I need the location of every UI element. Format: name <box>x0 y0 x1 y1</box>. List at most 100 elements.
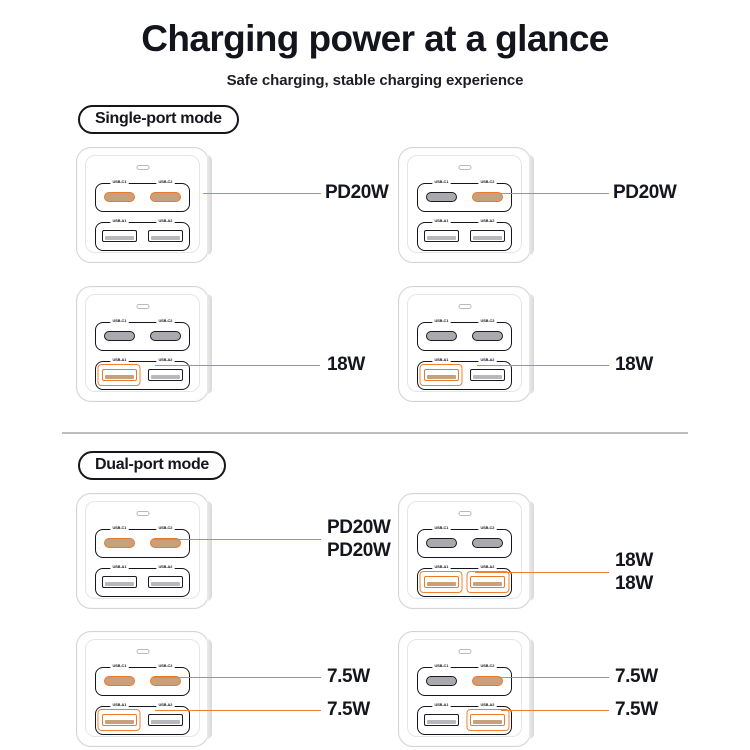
charger-device: USB-C1 USB-C2 USB-A1 USB-A2 <box>76 492 212 609</box>
usb-a2-label: USB-A2 <box>156 358 175 363</box>
usb-c-port-group: USB-C1 USB-C2 <box>95 526 190 558</box>
usb-c-port-group: USB-C1 USB-C2 <box>417 319 512 351</box>
usb-a2-port[interactable] <box>470 576 506 589</box>
usb-c1-label: USB-C1 <box>110 664 129 669</box>
usb-a-port-group: USB-A1 USB-A2 <box>417 219 512 251</box>
charger-shell: USB-C1 USB-C2 USB-A1 USB-A2 <box>76 285 212 402</box>
usb-a2-port[interactable] <box>470 369 506 382</box>
device-row-single-1: USB-C1 USB-C2 USB-A1 USB-A2 <box>0 146 750 263</box>
power-label: 18W <box>327 353 365 375</box>
usb-c1-label: USB-C1 <box>432 319 451 324</box>
usb-c-port-group: USB-C1 USB-C2 <box>417 180 512 212</box>
usb-c1-port[interactable] <box>103 538 135 549</box>
charger-face: USB-C1 USB-C2 USB-A1 USB-A2 <box>85 500 200 599</box>
led-indicator <box>458 164 471 170</box>
charger-shell: USB-C1 USB-C2 USB-A1 USB-A2 <box>398 285 534 402</box>
usb-c1-label: USB-C1 <box>432 180 451 185</box>
usb-a2-label: USB-A2 <box>478 703 497 708</box>
usb-a1-label: USB-A1 <box>110 219 129 224</box>
usb-c2-label: USB-C2 <box>156 526 175 531</box>
usb-a1-label: USB-A1 <box>110 703 129 708</box>
charger-device: USB-C1 USB-C2 USB-A1 USB-A2 <box>398 146 534 263</box>
charger-device: USB-C1 USB-C2 USB-A1 USB-A2 <box>398 630 534 747</box>
device-cell-single-2-left: USB-C1 USB-C2 USB-A1 USB-A2 <box>0 285 365 402</box>
usb-c1-label: USB-C1 <box>110 526 129 531</box>
power-label: 18W <box>615 572 653 594</box>
usb-a2-port[interactable] <box>148 576 184 589</box>
usb-c2-label: USB-C2 <box>156 180 175 185</box>
usb-a2-port[interactable] <box>470 714 506 727</box>
power-label: PD20W <box>327 539 391 561</box>
usb-a-port-group: USB-A1 USB-A2 <box>417 565 512 597</box>
usb-a-port-group: USB-A1 USB-A2 <box>95 219 190 251</box>
usb-c2-port[interactable] <box>472 676 504 687</box>
device-cell-dual-2-left: USB-C1 USB-C2 USB-A1 USB-A2 <box>0 630 370 747</box>
usb-c1-port[interactable] <box>425 676 457 687</box>
usb-a1-port[interactable] <box>101 369 137 382</box>
section-divider <box>62 431 688 434</box>
section-dual-port: Dual-port mode USB-C1 USB-C2 <box>0 450 750 747</box>
badge-row-dual: Dual-port mode <box>0 450 750 480</box>
callout-group: 7.5W 7.5W <box>153 631 370 747</box>
device-cell-single-1-right: USB-C1 USB-C2 USB-A1 USB-A2 <box>320 146 677 263</box>
usb-a1-label: USB-A1 <box>432 565 451 570</box>
charger-face: USB-C1 USB-C2 USB-A1 USB-A2 <box>407 293 522 392</box>
usb-c1-port[interactable] <box>425 331 457 342</box>
leader-line <box>499 192 609 195</box>
usb-c1-port[interactable] <box>425 192 457 203</box>
usb-c2-label: USB-C2 <box>478 180 497 185</box>
charger-shell: USB-C1 USB-C2 USB-A1 USB-A2 <box>76 146 212 263</box>
usb-c2-label: USB-C2 <box>156 664 175 669</box>
usb-a-port-group: USB-A1 USB-A2 <box>95 358 190 390</box>
usb-a2-port[interactable] <box>148 714 184 727</box>
usb-c1-port[interactable] <box>103 331 135 342</box>
charger-device: USB-C1 USB-C2 USB-A1 USB-A2 <box>398 492 534 609</box>
callout-group: PD20W PD20W <box>153 493 391 609</box>
charger-device: USB-C1 USB-C2 USB-A1 USB-A2 <box>76 285 212 402</box>
usb-c2-port[interactable] <box>472 331 504 342</box>
usb-a-port-group: USB-A1 USB-A2 <box>95 565 190 597</box>
usb-a2-label: USB-A2 <box>156 219 175 224</box>
callout-group: 18W <box>477 286 653 402</box>
usb-a1-port[interactable] <box>101 230 137 243</box>
usb-a2-port[interactable] <box>148 369 184 382</box>
usb-a1-port[interactable] <box>423 230 459 243</box>
usb-c2-port[interactable] <box>150 192 182 203</box>
usb-c1-port[interactable] <box>425 538 457 549</box>
usb-a1-label: USB-A1 <box>110 565 129 570</box>
usb-c2-port[interactable] <box>150 331 182 342</box>
usb-c1-port[interactable] <box>103 676 135 687</box>
usb-a2-label: USB-A2 <box>156 703 175 708</box>
leader-line <box>155 364 320 367</box>
callout-group: 18W 18W <box>475 493 653 609</box>
usb-c2-port[interactable] <box>472 192 504 203</box>
usb-a1-port[interactable] <box>423 576 459 589</box>
usb-c-port-group: USB-C1 USB-C2 <box>95 180 190 212</box>
usb-a2-port[interactable] <box>470 230 506 243</box>
device-row-dual-1: USB-C1 USB-C2 USB-A1 USB-A2 <box>0 492 750 609</box>
usb-a-port-group: USB-A1 USB-A2 <box>417 358 512 390</box>
leader-line <box>475 571 609 574</box>
usb-a-port-group: USB-A1 USB-A2 <box>417 703 512 735</box>
usb-c1-label: USB-C1 <box>110 180 129 185</box>
usb-a1-port[interactable] <box>423 369 459 382</box>
power-label: 7.5W <box>327 665 370 687</box>
device-cell-single-1-left: USB-C1 USB-C2 USB-A1 USB-A2 <box>0 146 389 263</box>
usb-c2-label: USB-C2 <box>478 664 497 669</box>
charger-face: USB-C1 USB-C2 USB-A1 USB-A2 <box>85 293 200 392</box>
usb-c1-label: USB-C1 <box>432 526 451 531</box>
usb-a2-port[interactable] <box>148 230 184 243</box>
callout-group: 7.5W 7.5W <box>499 631 658 747</box>
usb-c2-port[interactable] <box>472 538 504 549</box>
led-indicator <box>458 648 471 654</box>
charger-face: USB-C1 USB-C2 USB-A1 USB-A2 <box>85 154 200 253</box>
usb-c1-port[interactable] <box>103 192 135 203</box>
usb-a1-port[interactable] <box>101 714 137 727</box>
device-cell-dual-2-right: USB-C1 USB-C2 USB-A1 USB-A2 <box>320 630 658 747</box>
leader-line <box>501 709 609 712</box>
power-label: PD20W <box>327 516 391 538</box>
charger-shell: USB-C1 USB-C2 USB-A1 USB-A2 <box>76 492 212 609</box>
charger-face: USB-C1 USB-C2 USB-A1 USB-A2 <box>85 638 200 737</box>
usb-a1-port[interactable] <box>423 714 459 727</box>
usb-a1-port[interactable] <box>101 576 137 589</box>
